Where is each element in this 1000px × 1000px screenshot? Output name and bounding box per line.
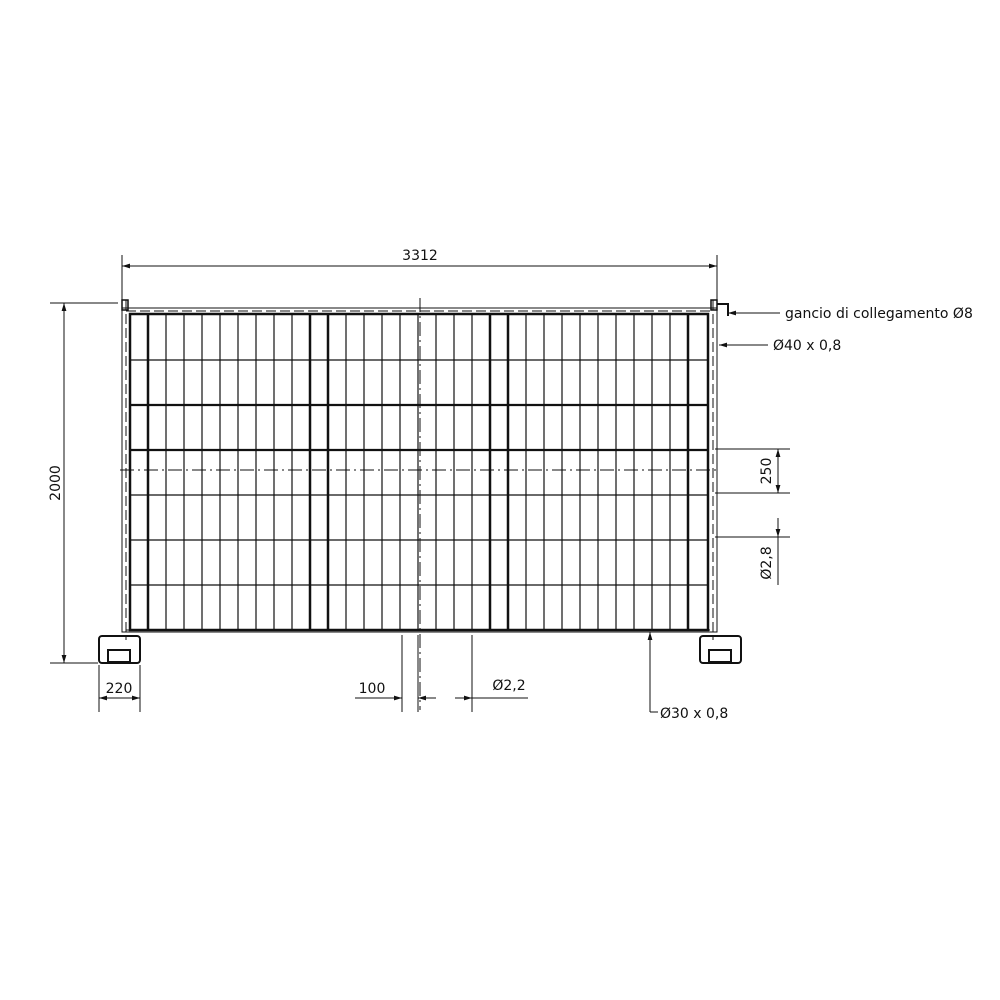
height-dimension: 2000 — [48, 465, 64, 501]
foot-right — [699, 635, 742, 664]
frame-tube-label: Ø30 x 0,8 — [660, 706, 728, 722]
horizontal-wire-dimension: Ø2,8 — [759, 546, 775, 579]
mesh-height-dimension: 250 — [759, 458, 775, 485]
width-dimension: 3312 — [402, 248, 438, 264]
hook-label: gancio di collegamento Ø8 — [785, 306, 973, 322]
mesh-width-dimension: 100 — [359, 681, 386, 697]
dimension-lines — [50, 255, 790, 713]
wire-mesh — [130, 314, 708, 630]
vertical-wire-dimension: Ø2,2 — [492, 678, 525, 694]
upright-tube-label: Ø40 x 0,8 — [773, 338, 841, 354]
connection-hook-icon — [717, 303, 729, 316]
foot-dimension: 220 — [106, 681, 133, 697]
foot-left — [98, 635, 141, 664]
panel-frame — [120, 298, 720, 710]
